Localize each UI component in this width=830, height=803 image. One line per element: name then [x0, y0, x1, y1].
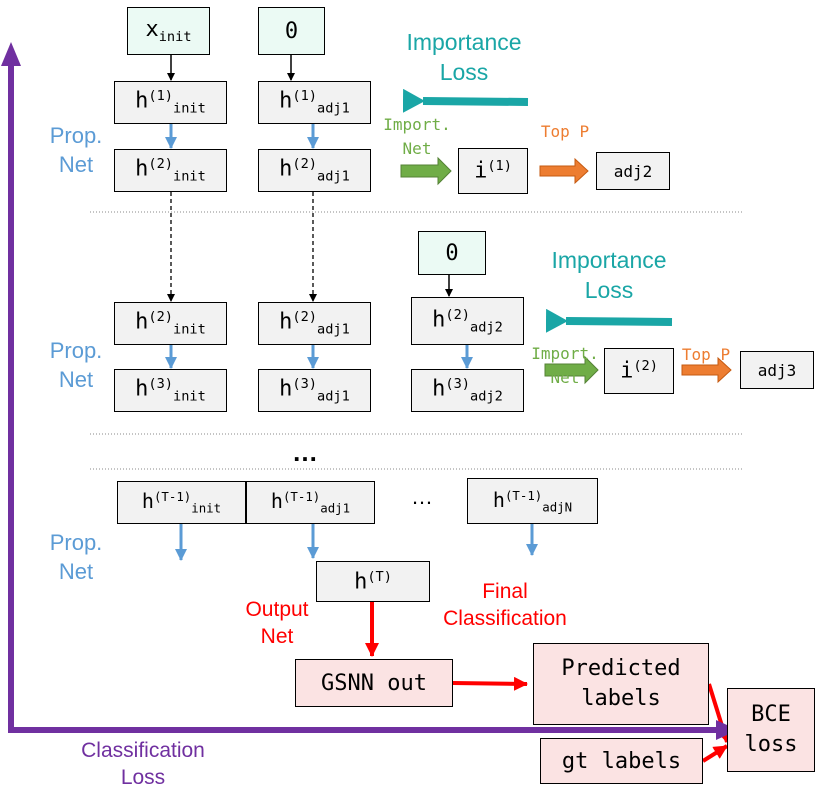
node-hT1-adj1-label: h(T-1)adj1 — [270, 489, 351, 516]
node-adj2-label: adj2 — [613, 161, 653, 181]
node-zero-1: 0 — [258, 7, 325, 55]
import-net-label-2: Import.Net — [531, 344, 599, 387]
node-h2-init-b: h(2)init — [114, 302, 227, 345]
node-h2-adj2-label: h(2)adj2 — [432, 306, 503, 336]
node-zero-2: 0 — [418, 231, 486, 275]
node-adj2: adj2 — [596, 152, 670, 190]
node-gsnn-out: GSNN out — [295, 659, 453, 707]
node-hT1-adjN-label: h(T-1)adjN — [492, 487, 573, 515]
node-x-init: xinit — [127, 7, 210, 55]
node-bce-loss: BCE loss — [727, 688, 815, 772]
prop-net-label-2: Prop.Net — [49, 338, 103, 392]
node-h1-adj1: h(1)adj1 — [258, 81, 371, 124]
bce-line1: BCE — [751, 702, 791, 728]
node-hT1-adj1: h(T-1)adj1 — [246, 481, 375, 524]
node-x-init-label: xinit — [145, 17, 192, 45]
arrow-final-classification — [452, 676, 528, 691]
node-h1-init-label: h(1)init — [135, 88, 206, 117]
node-gsnn-out-label: GSNN out — [321, 670, 427, 696]
node-gt-labels-label: gt labels — [561, 748, 682, 774]
node-hT: h(T) — [316, 561, 430, 602]
arrow-top-p-2 — [681, 356, 732, 384]
top-p-label-1: Top P — [540, 122, 590, 141]
node-i2-label: i(2) — [620, 358, 658, 384]
prop-net-label-1: Prop.Net — [49, 123, 103, 177]
node-i1-label: i(1) — [474, 158, 512, 184]
node-h3-init-label: h(3)init — [135, 376, 206, 405]
node-i1: i(1) — [458, 148, 528, 194]
node-h2-init-a: h(2)init — [114, 149, 227, 192]
node-h2-adj1-a: h(2)adj1 — [258, 149, 371, 192]
arrow-import-net-1 — [400, 156, 452, 186]
arrow-gt-to-bce — [701, 744, 729, 763]
node-hT1-init-label: h(T-1)init — [141, 489, 222, 516]
node-h2-init-b-label: h(2)init — [135, 309, 206, 338]
arrow-importance-loss-2 — [545, 308, 673, 333]
purple-arrowhead-up — [1, 42, 21, 66]
ellipsis-columns: … — [411, 484, 433, 509]
node-adj3: adj3 — [740, 351, 814, 389]
node-hT1-adjN: h(T-1)adjN — [467, 478, 598, 524]
node-predicted-labels: Predicted labels — [533, 643, 709, 725]
arrow-top-p-1 — [539, 157, 589, 185]
node-hT1-init: h(T-1)init — [117, 481, 246, 524]
node-h2-init-a-label: h(2)init — [135, 156, 206, 185]
node-h3-adj1: h(3)adj1 — [258, 369, 371, 412]
node-h2-adj1-b: h(2)adj1 — [258, 302, 371, 345]
node-adj3-label: adj3 — [757, 360, 797, 380]
node-h2-adj2: h(2)adj2 — [411, 297, 524, 345]
classification-loss-arrow — [8, 62, 727, 733]
node-i2: i(2) — [604, 348, 674, 394]
node-h1-init: h(1)init — [114, 81, 227, 124]
node-h1-adj1-label: h(1)adj1 — [279, 88, 350, 117]
node-gt-labels: gt labels — [540, 738, 703, 784]
node-h3-adj2-label: h(3)adj2 — [432, 376, 503, 405]
top-p-label-2: Top P — [681, 345, 731, 364]
node-zero-2-label: 0 — [445, 240, 459, 266]
node-h3-adj1-label: h(3)adj1 — [279, 376, 350, 405]
node-hT-label: h(T) — [354, 568, 392, 595]
arrow-importance-loss-1 — [402, 88, 529, 113]
prop-net-label-3: Prop.Net — [49, 530, 103, 584]
node-h2-adj1-a-label: h(2)adj1 — [279, 156, 350, 185]
node-h2-adj1-b-label: h(2)adj1 — [279, 309, 350, 338]
arrow-import-net-2 — [544, 355, 599, 385]
predicted-line1: Predicted — [561, 656, 681, 682]
node-zero-1-label: 0 — [284, 18, 299, 44]
import-net-label-1: Import.Net — [383, 115, 451, 158]
predicted-line2: labels — [581, 686, 661, 711]
bce-line2: loss — [744, 732, 798, 757]
ellipsis-rows: … — [292, 437, 318, 467]
node-h3-adj2: h(3)adj2 — [411, 369, 524, 412]
node-h3-init: h(3)init — [114, 369, 227, 412]
